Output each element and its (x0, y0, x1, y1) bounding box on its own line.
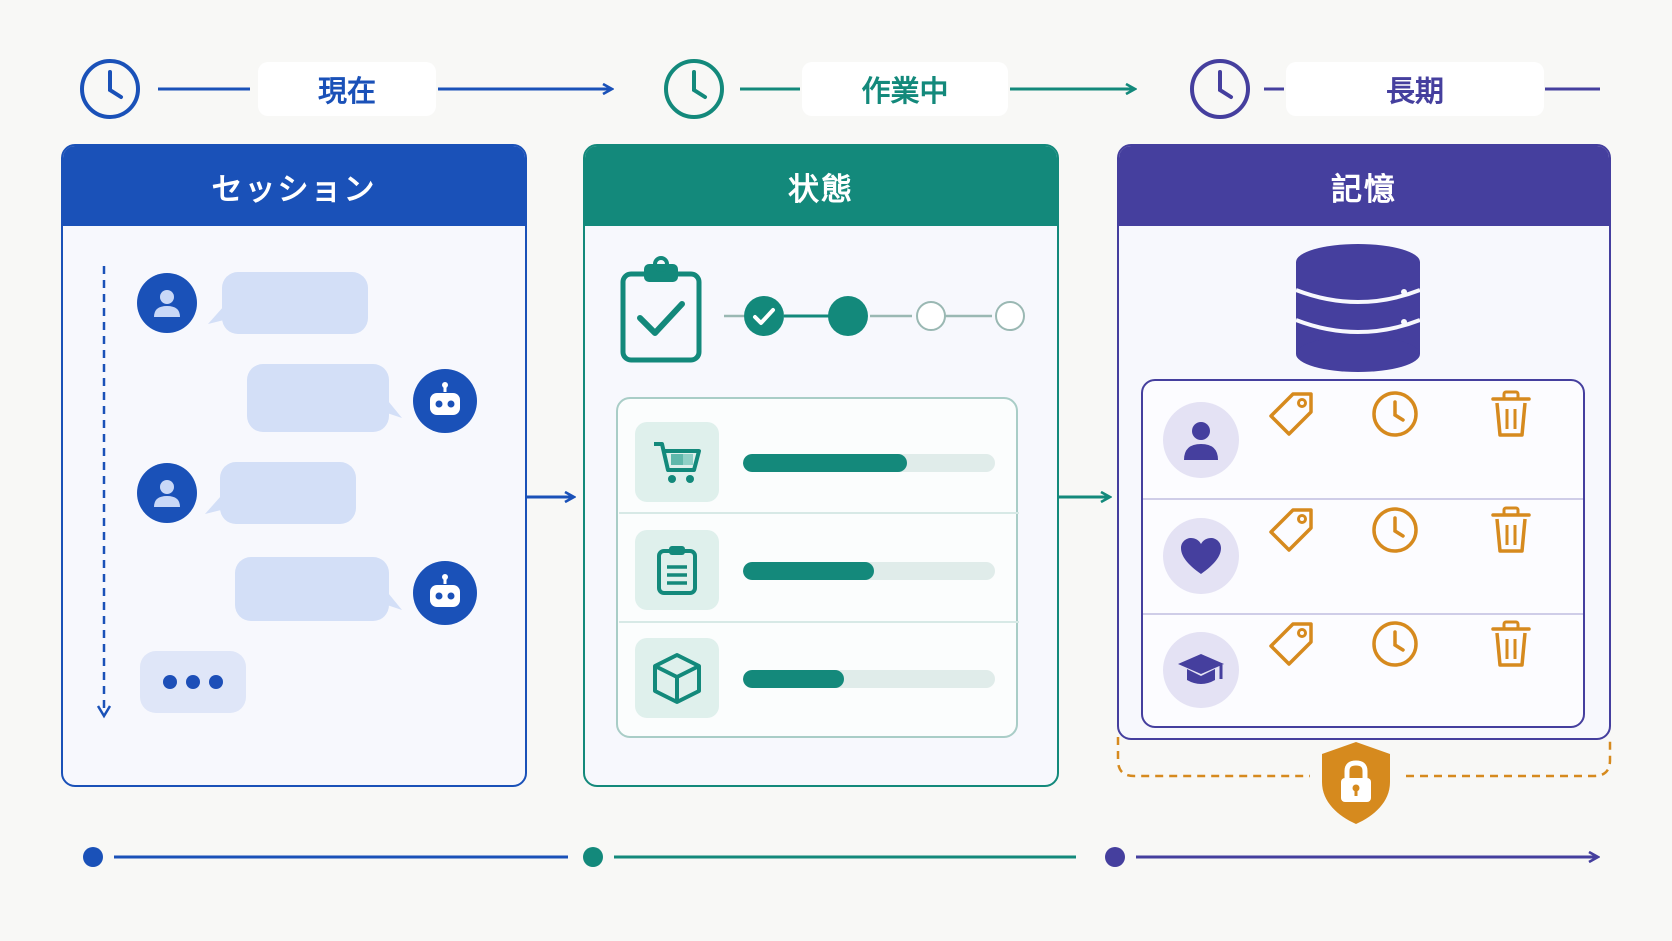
memory-tag-button[interactable] (1265, 503, 1319, 557)
timeline-label-working: 作業中 (802, 62, 1008, 116)
trash-icon (1491, 390, 1531, 437)
step-completed (744, 296, 784, 336)
task-row-document (619, 514, 1019, 620)
divider (619, 621, 1019, 623)
bubble-tail (205, 496, 221, 514)
memory-row-avatar (1163, 518, 1239, 594)
session-panel-title: セッション (63, 146, 525, 226)
task-row-package (619, 622, 1019, 728)
task-icon-box (635, 422, 719, 502)
task-progress-bar (743, 562, 995, 580)
top-timeline (80, 59, 1600, 119)
bubble-tail (384, 396, 402, 418)
user-icon (154, 290, 180, 317)
memory-delete-button[interactable] (1484, 617, 1538, 671)
memory-tag-button[interactable] (1265, 387, 1319, 441)
user-avatar (137, 273, 197, 333)
security-bracket-right (1406, 737, 1612, 778)
bot-avatar (413, 561, 477, 625)
task-icon-box (635, 530, 719, 610)
user-avatar (137, 463, 197, 523)
trash-icon (1491, 506, 1531, 553)
typing-indicator (140, 651, 246, 713)
assistant-message-bubble (247, 364, 389, 432)
security-bracket-left (1116, 737, 1310, 778)
memory-time-button[interactable] (1368, 387, 1422, 441)
timeline-label-now: 現在 (258, 62, 436, 116)
bubble-tail (384, 588, 402, 610)
bottom-timeline (83, 847, 1598, 867)
clipboard-list-icon (657, 546, 697, 595)
step-pending (995, 301, 1025, 331)
robot-icon (430, 382, 460, 415)
user-icon (1184, 422, 1218, 460)
task-row-cart (619, 406, 1019, 512)
heart-icon (1181, 538, 1221, 574)
bubble-tail (208, 306, 224, 324)
user-message-bubble (222, 272, 368, 334)
step-progress (724, 314, 992, 318)
task-icon-box (635, 638, 719, 718)
memory-delete-button[interactable] (1484, 503, 1538, 557)
memory-tag-button[interactable] (1265, 617, 1319, 671)
shopping-cart-icon (654, 442, 701, 483)
tag-icon (1269, 508, 1313, 552)
user-icon (154, 480, 180, 507)
trash-icon (1491, 620, 1531, 667)
divider (1143, 613, 1583, 615)
bot-avatar (413, 369, 477, 433)
clock-icon (1372, 507, 1418, 553)
memory-time-button[interactable] (1368, 503, 1422, 557)
tag-icon (1269, 622, 1313, 666)
memory-row-avatar (1163, 632, 1239, 708)
divider (1143, 498, 1583, 500)
step-current (828, 296, 868, 336)
tag-icon (1269, 392, 1313, 436)
database-icon (1295, 244, 1421, 372)
memory-time-button[interactable] (1368, 617, 1422, 671)
robot-icon (430, 574, 460, 607)
security-lock-shield-icon (1322, 742, 1390, 824)
package-cube-icon (653, 653, 701, 704)
timeline-label-long-term: 長期 (1286, 62, 1544, 116)
memory-panel-title: 記憶 (1119, 146, 1609, 226)
memory-row-avatar (1163, 402, 1239, 478)
memory-delete-button[interactable] (1484, 387, 1538, 441)
divider (619, 512, 1019, 514)
clock-icon (1372, 391, 1418, 437)
task-progress-bar (743, 454, 995, 472)
session-flow-arrow (96, 266, 112, 719)
check-icon (753, 308, 775, 325)
state-panel-title: 状態 (585, 146, 1057, 226)
clock-icon (1372, 621, 1418, 667)
graduation-cap-icon (1178, 654, 1224, 684)
user-message-bubble (220, 462, 356, 524)
step-pending (916, 301, 946, 331)
task-progress-bar (743, 670, 995, 688)
assistant-message-bubble (235, 557, 389, 621)
clipboard-check-icon (620, 256, 702, 363)
